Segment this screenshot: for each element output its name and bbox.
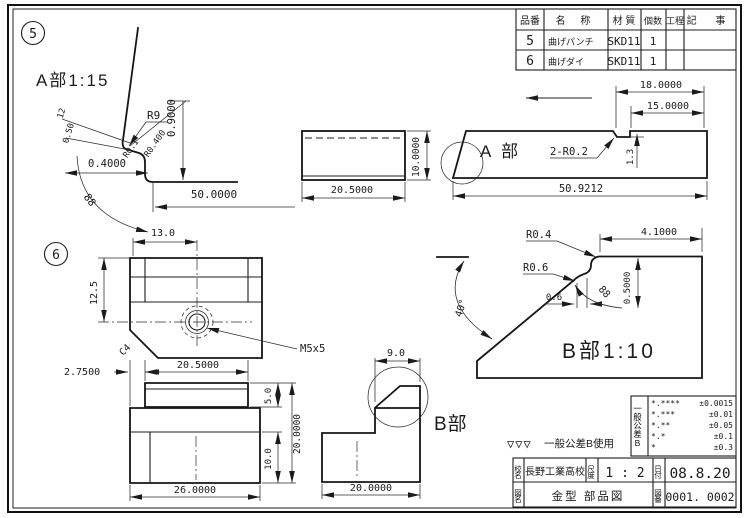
dim-41000: 4.1000: [641, 227, 677, 238]
drawing-number: 0001. 0002: [665, 490, 734, 504]
row5-name: 曲げパンチ: [548, 37, 593, 47]
dim-200000-die: 20.0000: [292, 414, 303, 454]
surface-triangles: ▽▽▽: [507, 437, 532, 451]
dim-205000-top: 20.5000: [331, 185, 373, 196]
tolerance-table: *.**** ±0.0015 *.*** ±0.01 *.** ±0.05 *.…: [630, 395, 737, 457]
number-label: 図番: [653, 488, 663, 502]
col-process: 工程: [666, 16, 684, 26]
title-block: 長野工業高校 1 : 2 08.8.20 金型 部品図 0001. 0002: [512, 457, 737, 508]
dim-509212: 50.9212: [559, 183, 603, 195]
dim-09000: 0.9000: [166, 99, 178, 137]
dim-130: 13.0: [151, 228, 175, 239]
tol-pattern-3: *.*: [651, 432, 666, 441]
r06-label: R0.6: [523, 262, 548, 274]
tol-pattern-2: *.**: [651, 421, 670, 430]
tol-value-0: ±0.0015: [699, 399, 733, 408]
row6-material: SKD11: [607, 55, 640, 68]
dim-50: 5.0: [264, 388, 274, 404]
dim-12: 12: [56, 107, 69, 120]
detail-b-callout-circle: [367, 366, 429, 428]
scale-value: 1 : 2: [605, 466, 644, 481]
drawing-name: 金型 部品図: [552, 489, 625, 503]
date-label: 日付: [653, 464, 663, 478]
tol-value-1: ±0.01: [709, 410, 733, 419]
dim-260000: 26.0000: [174, 485, 216, 496]
angle-40: 40°: [454, 298, 470, 319]
parts-table: 品番 名 称 材 質 個数 工程 記 事 5 曲げパンチ SKD11 1 6 曲…: [515, 8, 737, 71]
dim-06: 0.6: [546, 293, 562, 303]
balloon-6: [43, 241, 69, 267]
detail-b-title: B部1:10: [562, 340, 656, 363]
tol-pattern-4: *: [651, 443, 656, 452]
sheet-frame: [7, 4, 742, 513]
dim-90: 9.0: [387, 348, 405, 359]
balloon-5: [20, 20, 46, 46]
r9-leader: [129, 121, 168, 146]
r9-label: R9: [147, 109, 160, 122]
die-top-view: 6 13.0 12.5 C4 M5x5 2.7500 20.5000: [43, 228, 325, 406]
name-label: 図名: [513, 488, 523, 502]
col-remarks: 記 事: [687, 14, 734, 27]
dim-500000: 50.0000: [191, 188, 237, 201]
tolerance-note: ▽▽▽ 一般公差B使用: [507, 437, 614, 451]
row6-name: 曲げダイ: [548, 56, 584, 67]
dim-04000: 0.4000: [88, 158, 126, 170]
row5-no: 5: [526, 34, 534, 49]
dim-27500: 2.7500: [64, 367, 100, 378]
dim-125: 12.5: [89, 281, 100, 305]
balloon-6-label: 6: [52, 248, 60, 263]
chamfer-c4: C4: [117, 342, 133, 358]
punch-top-view: 20.5000 10.0000: [301, 130, 431, 202]
dim-100: 10.0: [264, 448, 274, 470]
row6-qty: 1: [650, 55, 657, 68]
tol-value-3: ±0.1: [714, 432, 733, 441]
arc-88: 88: [81, 192, 98, 209]
punch-front-view: 9.0 B部 20.0000: [321, 348, 468, 499]
row5-qty: 1: [650, 35, 657, 48]
scale-label: 尺度: [586, 464, 596, 478]
col-material: 材 質: [613, 14, 636, 27]
arc-88-b: 88: [596, 284, 612, 300]
row6-no: 6: [526, 54, 534, 69]
dim-13-notch: 1.3: [626, 149, 636, 165]
radius-note-2r02: 2-R0.2: [550, 146, 588, 158]
detail-a-profile: [121, 26, 238, 183]
detail-a-callout-circle: [440, 141, 484, 185]
dim-05000: 0.5000: [623, 272, 633, 305]
school-name: 長野工業高校: [525, 465, 585, 478]
school-label: 校名: [513, 464, 523, 478]
detail-a: 5 A部1:15 R9 R0.1 R0.400 0.9000 12 0.50 0…: [20, 20, 295, 233]
dim-150000: 15.0000: [647, 101, 689, 112]
detail-a-callout-label: A 部: [480, 142, 521, 161]
arc-88-line: [76, 155, 149, 233]
punch-side-view: A 部 18.0000 15.0000 2-R0.2 1.3 50.9212: [440, 80, 708, 200]
col-no: 品番: [520, 15, 540, 27]
date-value: 08.8.20: [669, 466, 730, 482]
r04-label: R0.4: [526, 229, 551, 241]
row5-material: SKD11: [607, 35, 640, 48]
dim-050: 0.50: [61, 122, 77, 145]
tolerance-note-text: 一般公差B使用: [544, 437, 614, 450]
tolerance-table-label: 一般公差B: [632, 404, 643, 448]
dim-205000-die: 20.5000: [177, 360, 219, 371]
col-name: 名 称: [556, 14, 597, 27]
detail-b: 40° R0.4 4.1000 R0.6 0.6 88 0.5000 B部1:1…: [436, 227, 703, 379]
detail-a-extensions: [61, 100, 190, 212]
thread-m5x5: M5x5: [300, 343, 325, 355]
tol-pattern-1: *.***: [651, 410, 675, 419]
dim-180000: 18.0000: [640, 80, 682, 91]
col-qty: 個数: [644, 15, 662, 26]
dim-100000: 10.0000: [411, 137, 422, 177]
balloon-5-label: 5: [29, 27, 37, 42]
detail-b-callout-label: B部: [434, 413, 468, 435]
tol-value-2: ±0.05: [709, 421, 733, 430]
detail-a-title: A部1:15: [36, 71, 109, 90]
tol-pattern-0: *.****: [651, 399, 680, 408]
die-front-view: 5.0 10.0 20.0000 26.0000: [129, 382, 303, 501]
tol-value-4: ±0.3: [714, 443, 733, 452]
dim-200000-punch: 20.0000: [350, 483, 392, 494]
